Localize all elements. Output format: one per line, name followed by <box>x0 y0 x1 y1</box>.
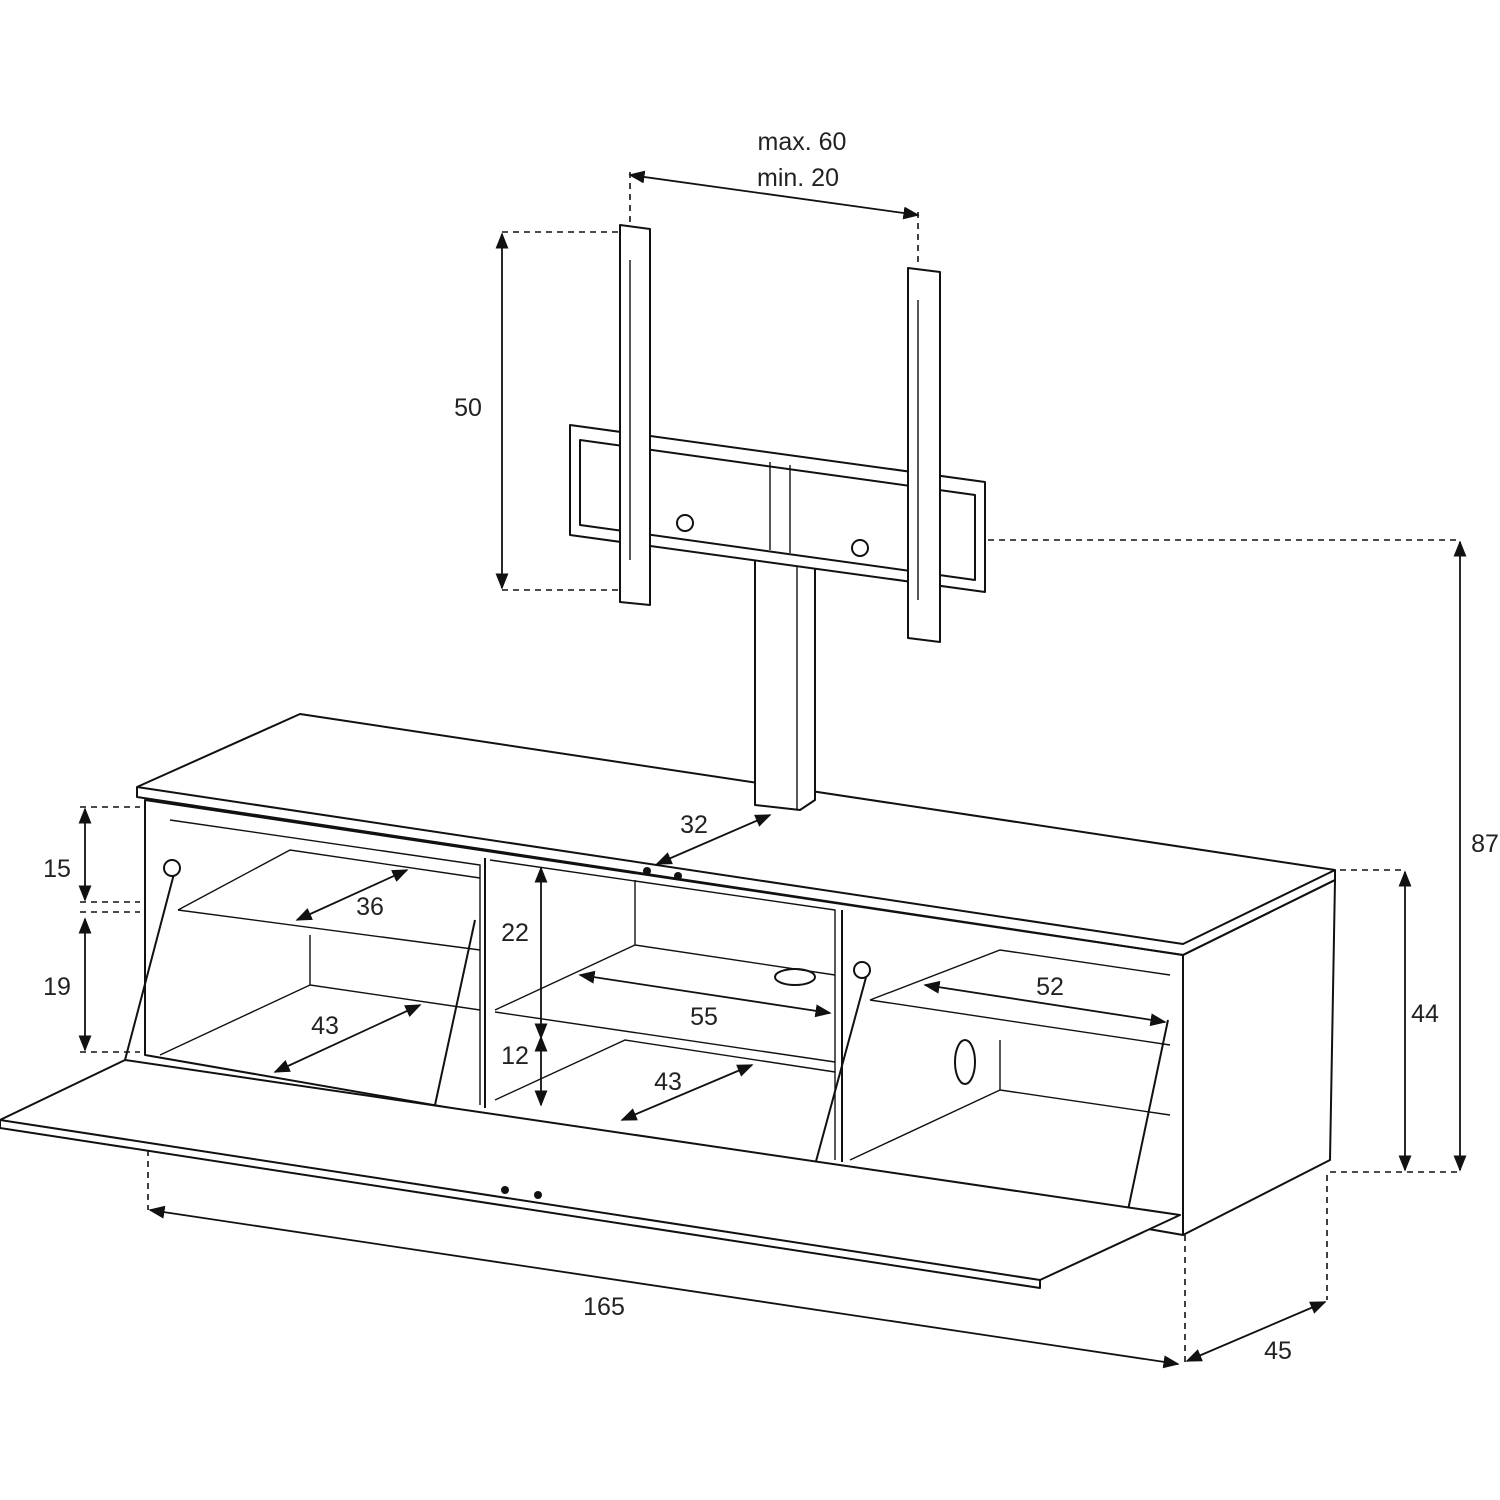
label-left-shelf-depth: 36 <box>356 893 384 921</box>
label-vesa-min: min. 20 <box>757 164 839 192</box>
label-cabinet-height: 44 <box>1411 1000 1439 1028</box>
top-edge <box>136 787 1336 956</box>
label-top-gap: 15 <box>43 855 71 883</box>
label-mount-height: 50 <box>454 394 482 422</box>
label-right-width: 52 <box>1036 973 1064 1001</box>
label-total-height: 87 <box>1471 830 1499 858</box>
right-rail <box>907 267 941 643</box>
label-column-offset: 32 <box>680 811 708 839</box>
dimension-lines <box>78 170 1467 1369</box>
label-vesa-max: max. 60 <box>758 128 847 156</box>
tv-mount <box>569 224 986 643</box>
column <box>754 554 816 811</box>
label-depth: 45 <box>1264 1337 1292 1365</box>
label-center-upper-height: 22 <box>501 919 529 947</box>
label-center-bottom-depth: 43 <box>654 1068 682 1096</box>
label-left-lower-height: 19 <box>43 973 71 1001</box>
label-left-bottom-depth: 43 <box>311 1012 339 1040</box>
label-center-width: 55 <box>690 1003 718 1031</box>
left-rail <box>619 224 651 606</box>
label-center-lower-height: 12 <box>501 1042 529 1070</box>
label-width: 165 <box>583 1293 625 1321</box>
